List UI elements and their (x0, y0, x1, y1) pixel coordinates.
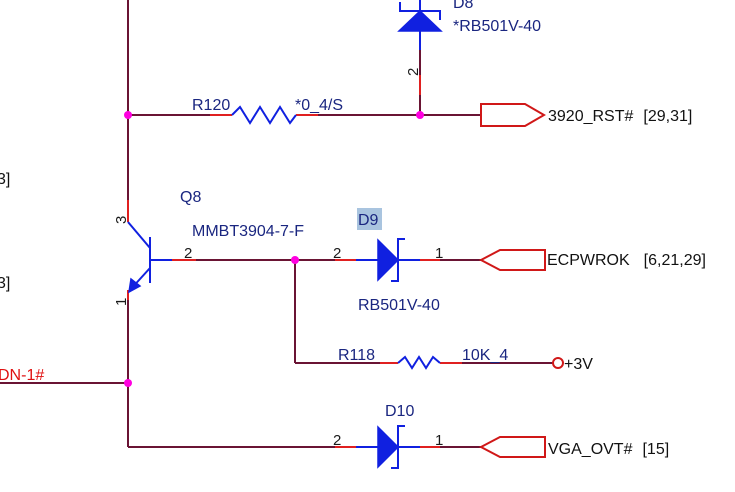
d10-pin-2: 2 (333, 432, 341, 449)
port-ecpwrok-label: ECPWROK[6,21,29] (547, 252, 706, 269)
diode-d10[interactable] (356, 425, 420, 469)
r118-ref: R118 (338, 347, 375, 364)
offpage-ref-bottom: 3] (0, 275, 10, 292)
junction-dot (124, 379, 132, 387)
q8-pin-2: 2 (184, 245, 192, 262)
r118-value: 10K_4 (462, 347, 508, 364)
d8-value: *RB501V-40 (453, 18, 541, 35)
d8-ref: D8 (453, 0, 474, 12)
r120-ref: R120 (192, 97, 230, 114)
d8-pin-2: 2 (405, 68, 422, 76)
net-label-dn[interactable]: DN-1# (0, 367, 44, 384)
r120-value: *0_4/S (295, 97, 343, 114)
port-vga-ovt[interactable] (478, 436, 546, 458)
q8-pin-1: 1 (113, 298, 130, 306)
q8-ref: Q8 (180, 189, 201, 206)
d9-ref: D9 (358, 212, 379, 229)
selection-highlight (357, 208, 382, 230)
d9-value: RB501V-40 (358, 297, 440, 314)
junction-dot (416, 111, 424, 119)
d10-pin-1: 1 (435, 432, 443, 449)
port-3920-rst[interactable] (480, 103, 546, 127)
port-ecpwrok[interactable] (478, 249, 546, 271)
offpage-ref-top: 3] (0, 171, 10, 188)
q8-value: MMBT3904-7-F (192, 223, 304, 240)
d9-pin-1: 1 (435, 245, 443, 262)
junction-dot (124, 111, 132, 119)
junction-dot (291, 256, 299, 264)
d9-pin-2: 2 (333, 245, 341, 262)
port-3920-rst-label: 3920_RST#[29,31] (548, 108, 692, 125)
q8-pin-3: 3 (113, 216, 130, 224)
diode-d8[interactable] (397, 0, 443, 50)
diode-d9[interactable] (356, 238, 420, 282)
resistor-r118[interactable] (397, 355, 441, 370)
power-port-circle-icon[interactable] (552, 357, 564, 369)
port-vga-ovt-label: VGA_OVT#[15] (548, 441, 669, 458)
transistor-q8[interactable] (127, 221, 172, 294)
resistor-r120[interactable] (231, 105, 297, 125)
power-net-label: +3V (564, 356, 593, 373)
d10-ref: D10 (385, 403, 414, 420)
